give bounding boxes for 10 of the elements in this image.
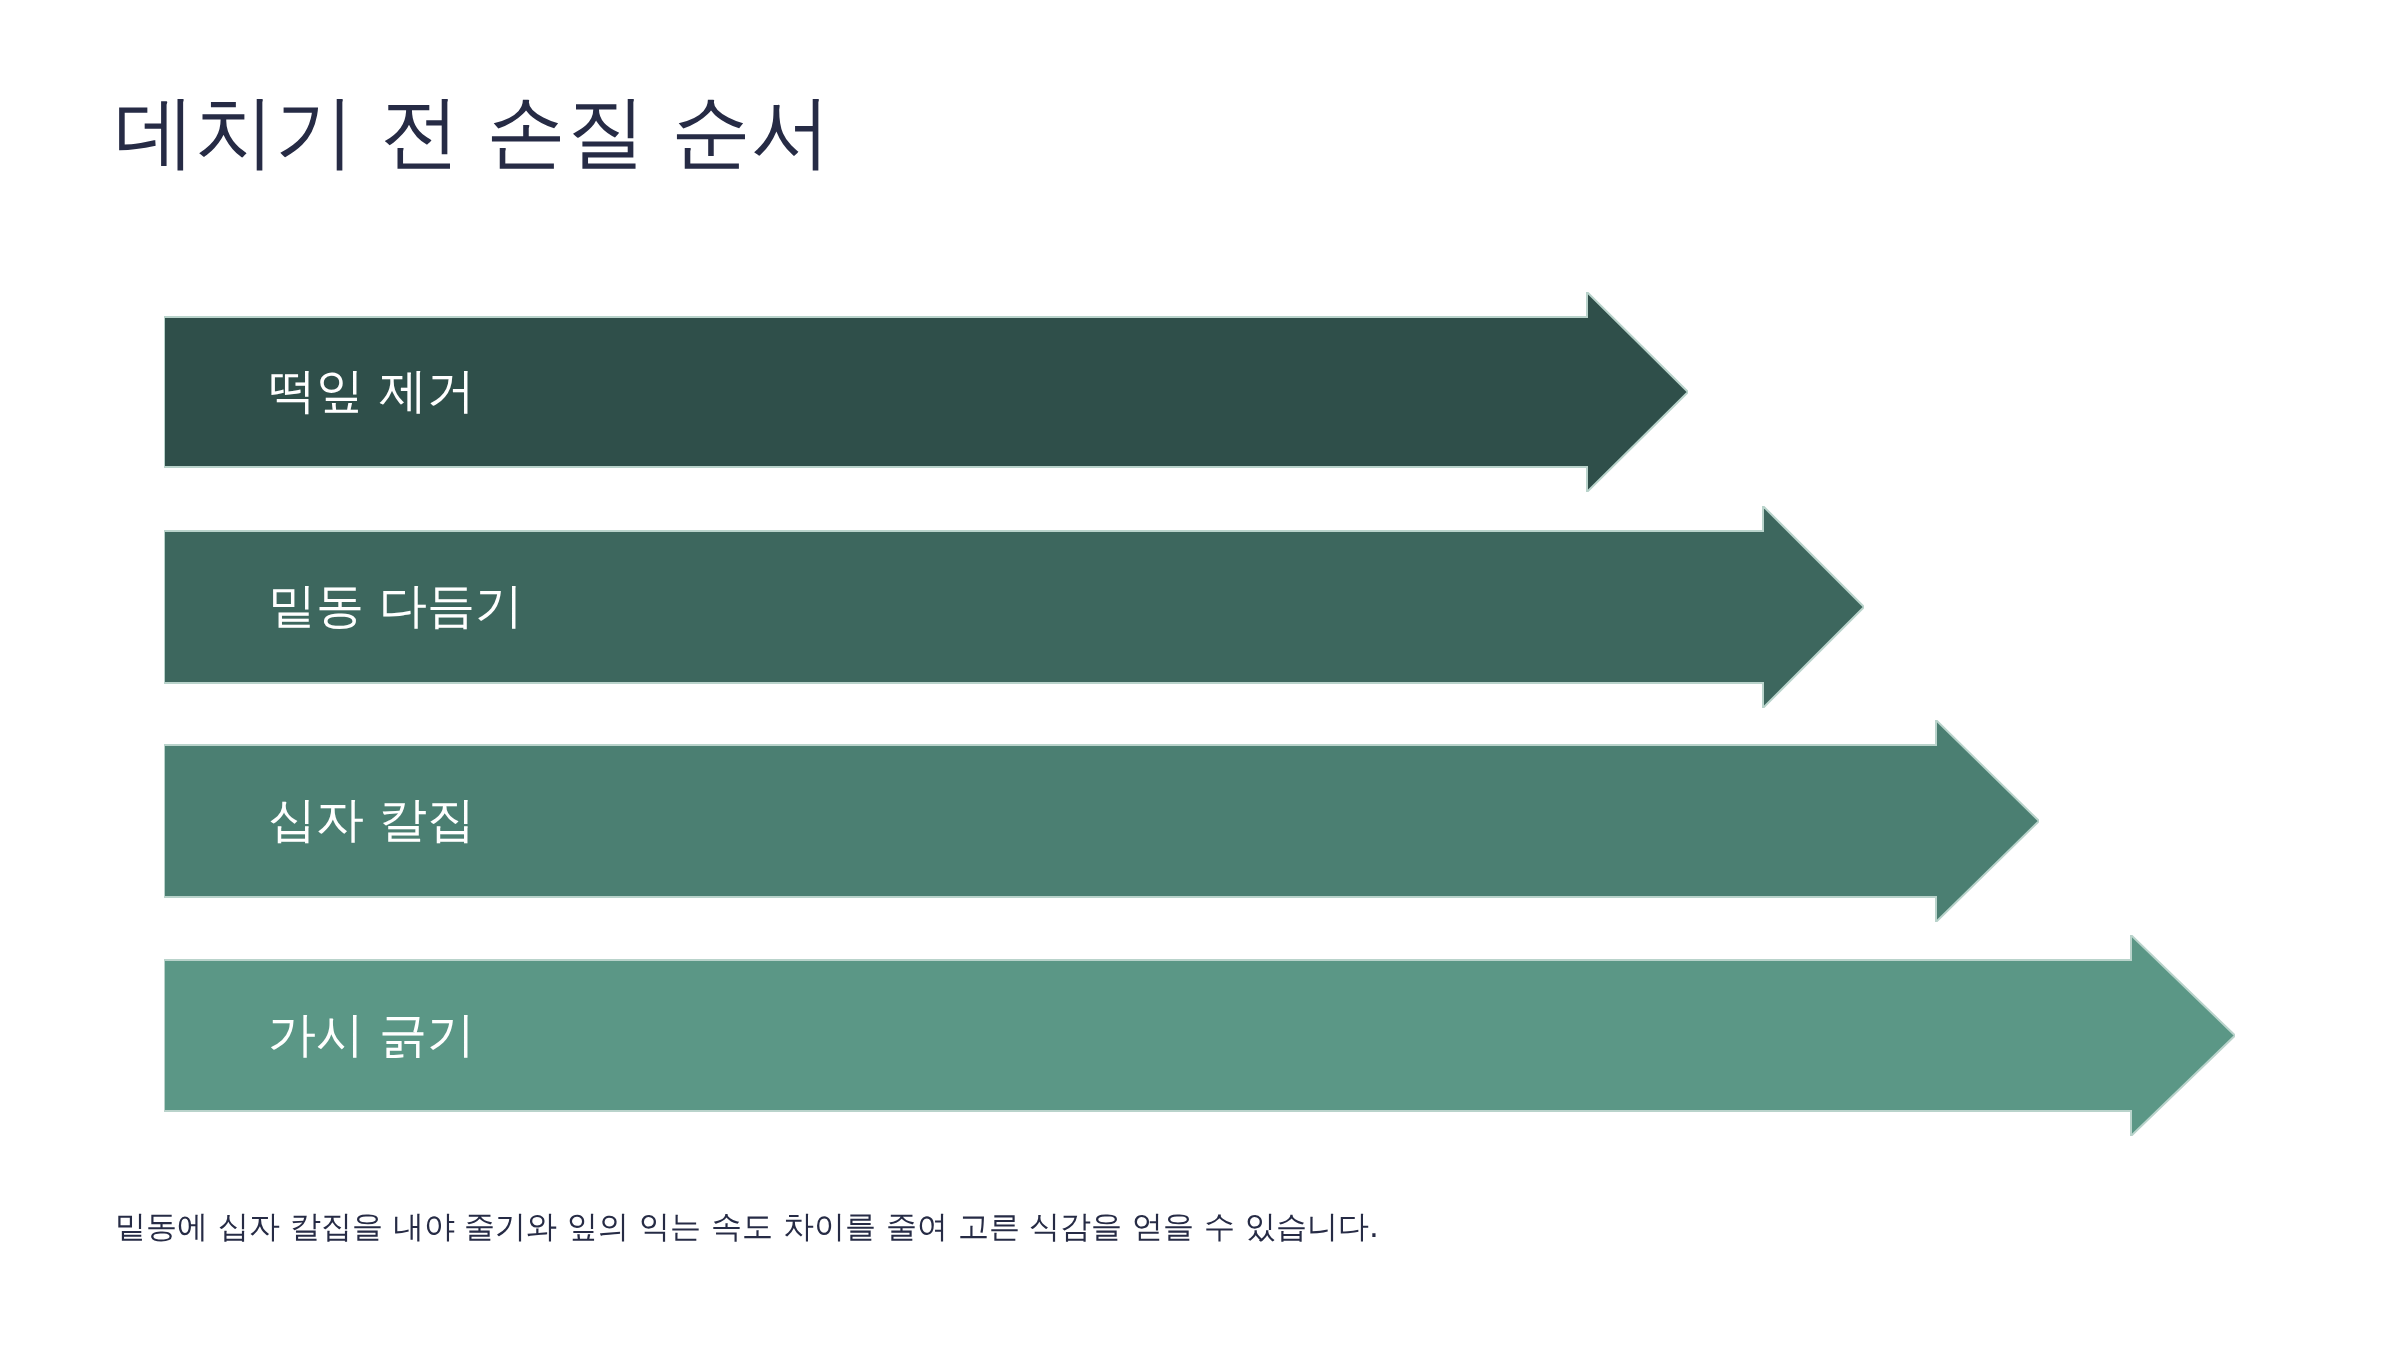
caption: 밑동에 십자 칼집을 내야 줄기와 잎의 익는 속도 차이를 줄여 고른 식감을 얻을 수 있습니다. (115, 1208, 1379, 1246)
step-label: 가시 긁기 (268, 1009, 476, 1058)
arrow-band (164, 720, 2039, 922)
step-label: 밑동 다듬기 (268, 581, 524, 629)
arrow-band (164, 935, 2235, 1136)
arrow-band (164, 292, 1688, 492)
step-label: 십자 칼집 (268, 795, 476, 843)
arrow-band (164, 506, 1864, 708)
title: 데치기 전 손질 순서 (115, 88, 832, 176)
step-label: 떡잎 제거 (268, 366, 476, 414)
